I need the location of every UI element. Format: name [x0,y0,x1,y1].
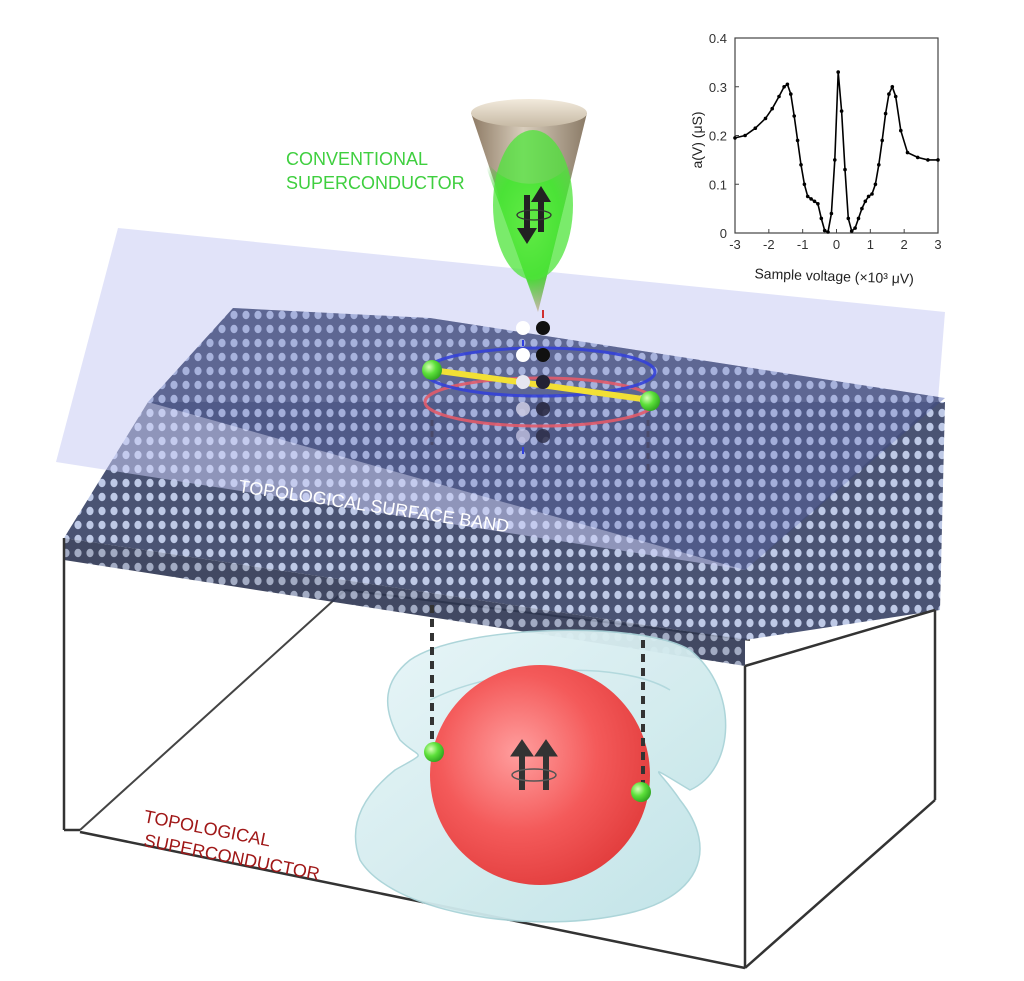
x-tick-label: 3 [934,237,941,252]
data-point [826,230,830,234]
data-point [816,202,820,206]
data-point [770,106,774,111]
data-point [926,158,930,162]
y-tick-label: 0.2 [709,129,727,144]
data-point [833,158,837,162]
data-point [853,226,857,230]
data-point [819,216,824,221]
data-point [812,199,817,204]
y-tick-label: 0.4 [709,31,727,46]
data-point [789,92,793,96]
data-point [753,126,758,130]
data-point [843,167,847,172]
tip-label-line1: CONVENTIONAL [286,149,428,169]
x-tick-label: 2 [901,237,908,252]
bulk-sphere [430,665,650,885]
y-tick-label: 0 [720,226,727,241]
data-point [890,85,895,89]
data-point [782,85,786,89]
majorana-mode-bulk-right [631,782,651,802]
data-point [763,116,768,121]
data-point [849,229,854,233]
data-point [860,206,864,211]
x-tick-label: -2 [763,237,775,252]
data-point [915,155,920,160]
data-point [887,92,891,96]
spin-arrows-antiparallel [516,186,552,244]
x-tick-label: 1 [867,237,874,252]
inset-y-label: a(V) (μS) [689,111,705,168]
box-top-right-edge [744,608,936,668]
majorana-mode-surface-left [422,360,442,380]
y-tick-label: 0.3 [709,80,727,95]
y-tick-label: 0.1 [709,177,727,192]
data-point [936,158,940,162]
box-bottom-right-edge [744,799,936,969]
data-point [856,216,861,221]
majorana-mode-bulk-left [424,742,444,762]
data-point [866,194,871,199]
data-point [863,199,868,204]
data-point [785,82,790,87]
data-point [743,133,747,138]
inset-chart: -3 -2 -1 0 1 2 3 0 0.1 0.2 0.3 0.4 a(V) (μS) Sample… [689,31,942,287]
data-point [873,182,878,187]
data-point [836,70,840,74]
data-point [877,163,881,167]
box-back-edge-left [79,589,346,831]
x-tick-label: -3 [729,237,741,252]
data-point [829,211,834,216]
data-point [905,150,910,155]
data-point [883,111,888,116]
x-tick-label: 0 [833,237,840,252]
majorana-mode-surface-right [640,391,660,411]
quasiparticle-column [516,310,550,454]
data-point [846,216,851,221]
data-point [792,114,796,118]
spin-arrows-parallel [510,739,558,790]
tip-label-line2: SUPERCONDUCTOR [286,173,465,193]
box-bottom-front-edge [79,830,746,970]
data-point [870,192,874,196]
data-point [795,138,800,143]
data-point [822,228,827,233]
data-point [899,128,903,133]
data-point [733,136,737,140]
inset-x-label: Sample voltage (×10³ μV) [754,265,914,287]
data-point [880,138,884,143]
data-point [802,182,807,187]
data-point [893,94,898,99]
x-tick-label: -1 [797,237,809,252]
data-point [809,197,813,201]
data-point [839,109,844,113]
data-point [799,163,803,167]
data-point [805,194,810,199]
data-point [777,94,781,99]
